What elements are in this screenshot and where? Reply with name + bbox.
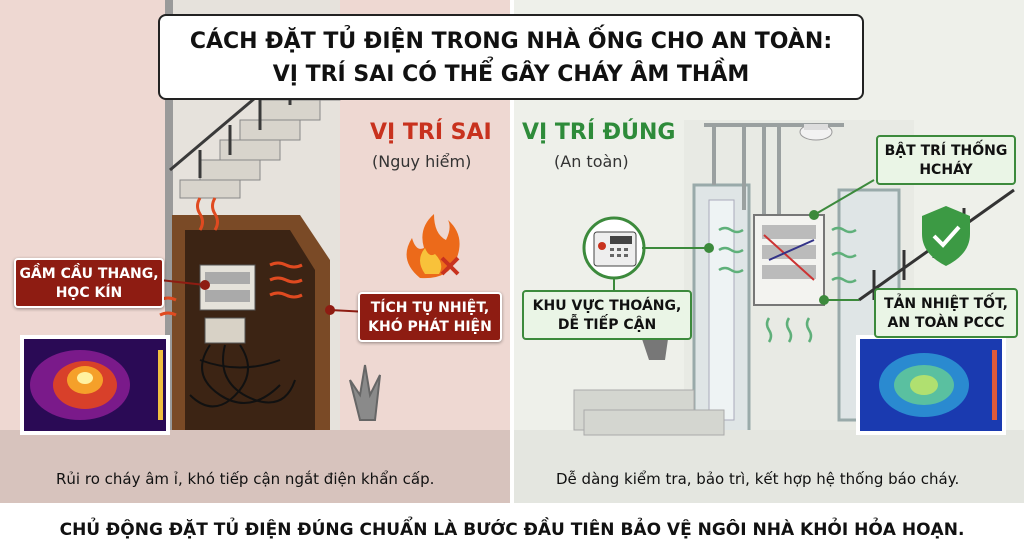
fire-icon: [406, 214, 460, 279]
label-heat-buildup: TÍCH TỤ NHIỆT, KHÓ PHÁT HIỆN: [358, 292, 502, 342]
label-good-cooling-line1: TẢN NHIỆT TỐT,: [884, 296, 1008, 312]
electrical-panel-box: [753, 214, 825, 306]
label-under-stairs-line2: HỌC KÍN: [55, 285, 123, 301]
footer-message: CHỦ ĐỘNG ĐẶT TỦ ĐIỆN ĐÚNG CHUẨN LÀ BƯỚC …: [59, 520, 965, 540]
label-under-stairs: GẦM CẦU THANG, HỌC KÍN: [14, 258, 164, 308]
right-location-panel: VỊ TRÍ ĐÚNG (An toàn) BẬT TRÍ THỐNG HCHÁ…: [514, 0, 1024, 503]
label-open-area: KHU VỰC THOÁNG, DỄ TIẾP CẬN: [522, 290, 692, 340]
smoke-detector-icon: [799, 123, 833, 141]
label-alarm-line1: BẬT TRÍ THỐNG: [884, 143, 1008, 159]
label-alarm: BẬT TRÍ THỐNG HCHÁY: [876, 135, 1016, 185]
right-heading: VỊ TRÍ ĐÚNG: [522, 120, 676, 145]
label-good-cooling: TẢN NHIỆT TỐT, AN TOÀN PCCC: [874, 288, 1018, 338]
alarm-panel-icon: [582, 216, 646, 280]
label-good-cooling-line2: AN TOÀN PCCC: [887, 315, 1005, 331]
label-heat-buildup-line1: TÍCH TỤ NHIỆT,: [370, 300, 490, 316]
wrong-caption: Rủi ro cháy âm ỉ, khó tiếp cận ngắt điện…: [56, 470, 435, 488]
title-line1: CÁCH ĐẶT TỦ ĐIỆN TRONG NHÀ ỐNG CHO AN TO…: [189, 29, 833, 54]
wrong-subheading: (Nguy hiểm): [372, 152, 472, 171]
thermal-image-safe: [856, 335, 1006, 435]
label-heat-buildup-line2: KHÓ PHÁT HIỆN: [368, 319, 492, 335]
label-open-area-line2: DỄ TIẾP CẬN: [557, 317, 657, 333]
title-line2: VỊ TRÍ SAI CÓ THỂ GÂY CHÁY ÂM THẦM: [272, 62, 750, 87]
page-title: CÁCH ĐẶT TỦ ĐIỆN TRONG NHÀ ỐNG CHO AN TO…: [158, 14, 864, 100]
thermal-image: [20, 335, 170, 435]
panel-divider: [510, 0, 514, 503]
label-alarm-line2: HCHÁY: [919, 162, 973, 178]
label-open-area-line1: KHU VỰC THOÁNG,: [532, 298, 682, 314]
right-caption: Dễ dàng kiểm tra, bảo trì, kết hợp hệ th…: [556, 470, 960, 488]
right-subheading: (An toàn): [554, 152, 629, 171]
wrong-heading: VỊ TRÍ SAI: [370, 120, 492, 145]
label-under-stairs-line1: GẦM CẦU THANG,: [19, 266, 159, 282]
shield-check-icon: [922, 206, 970, 266]
